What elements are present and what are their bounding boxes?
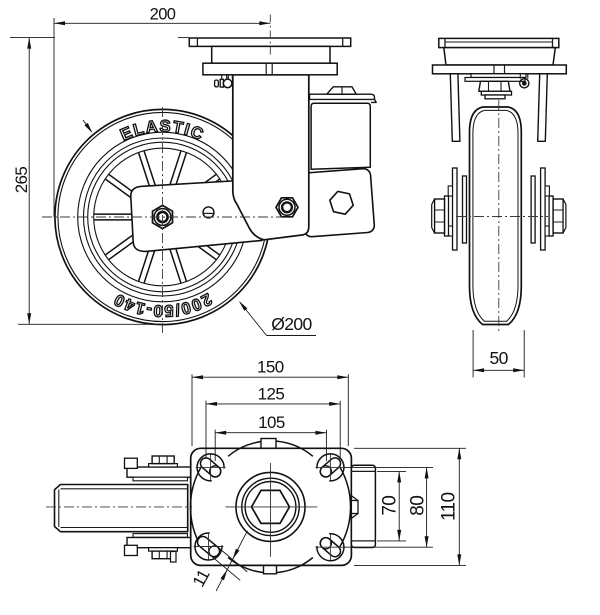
svg-text:80: 80 bbox=[407, 496, 428, 516]
svg-text:70: 70 bbox=[379, 496, 400, 516]
svg-text:105: 105 bbox=[258, 413, 285, 432]
svg-text:Ø200: Ø200 bbox=[271, 314, 312, 334]
svg-text:11: 11 bbox=[189, 567, 214, 591]
svg-text:265: 265 bbox=[12, 167, 31, 194]
svg-text:150: 150 bbox=[257, 358, 284, 377]
svg-text:125: 125 bbox=[258, 384, 285, 403]
svg-text:200: 200 bbox=[150, 6, 176, 24]
svg-text:110: 110 bbox=[439, 493, 460, 522]
svg-text:50: 50 bbox=[489, 348, 508, 368]
